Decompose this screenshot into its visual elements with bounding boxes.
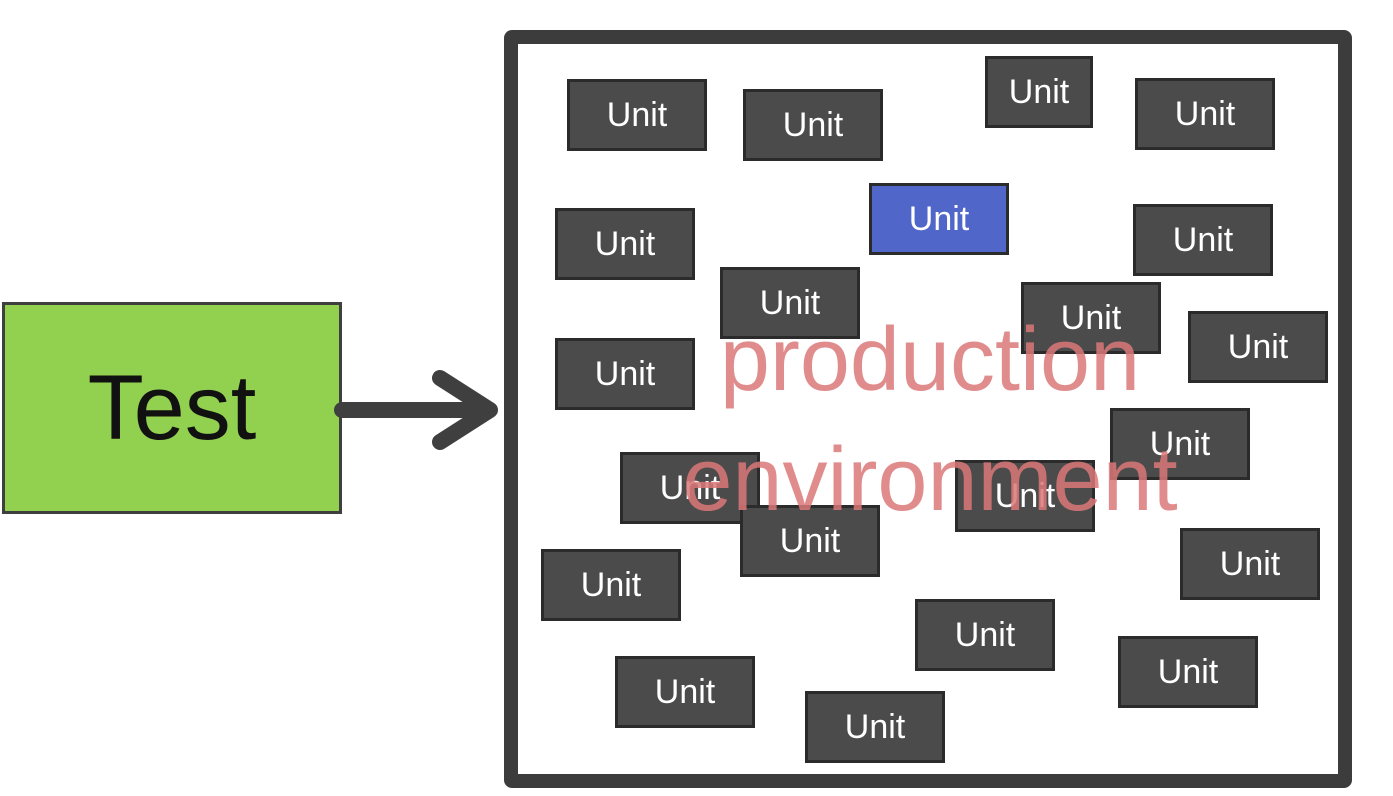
big-arrow bbox=[334, 370, 498, 450]
unit-box: Unit bbox=[567, 79, 707, 151]
unit-box: Unit bbox=[740, 505, 880, 577]
unit-box: Unit bbox=[541, 549, 681, 621]
unit-box: Unit bbox=[620, 452, 760, 524]
unit-box: Unit bbox=[743, 89, 883, 161]
unit-box: Unit bbox=[615, 656, 755, 728]
unit-box: Unit bbox=[1180, 528, 1320, 600]
test-box: Test bbox=[2, 302, 342, 514]
unit-box: Unit bbox=[1135, 78, 1275, 150]
unit-box-highlighted: Unit bbox=[869, 183, 1009, 255]
unit-box: Unit bbox=[1021, 282, 1161, 354]
unit-box: Unit bbox=[555, 338, 695, 410]
unit-box: Unit bbox=[985, 56, 1093, 128]
unit-box: Unit bbox=[720, 267, 860, 339]
unit-box: Unit bbox=[1188, 311, 1328, 383]
unit-box: Unit bbox=[915, 599, 1055, 671]
unit-box: Unit bbox=[555, 208, 695, 280]
unit-box: Unit bbox=[1110, 408, 1250, 480]
unit-box: Unit bbox=[805, 691, 945, 763]
test-label: Test bbox=[87, 356, 257, 459]
unit-box: Unit bbox=[955, 460, 1095, 532]
unit-box: Unit bbox=[1118, 636, 1258, 708]
unit-box: Unit bbox=[1133, 204, 1273, 276]
